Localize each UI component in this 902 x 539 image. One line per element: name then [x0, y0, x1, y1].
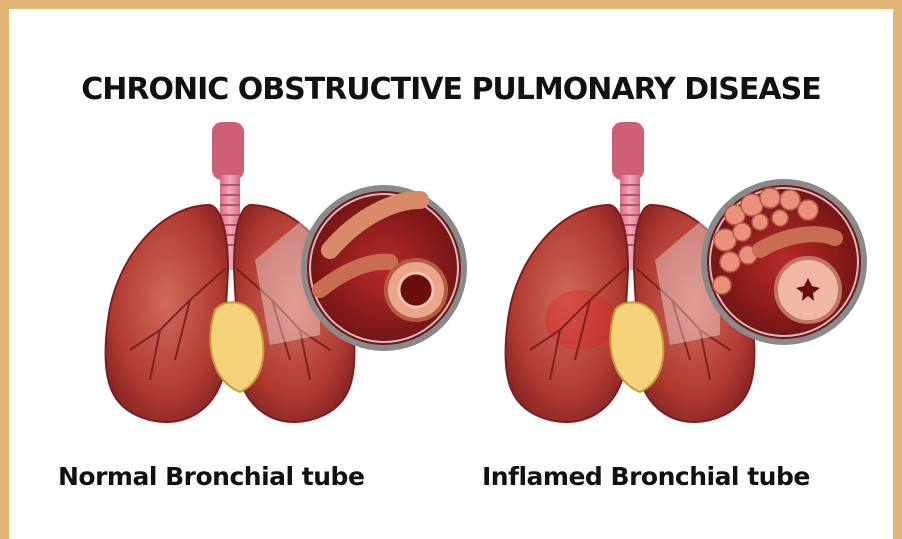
inflamed-lungs-figure: [505, 122, 864, 422]
larynx: [612, 122, 644, 180]
larynx: [212, 122, 244, 180]
normal-lungs-figure: [105, 122, 464, 422]
normal-tube-lumen: [399, 273, 433, 307]
poster-title: CHRONIC OBSTRUCTIVE PULMONARY DISEASE: [0, 72, 902, 107]
normal-caption: Normal Bronchial tube: [58, 462, 364, 491]
inflamed-caption: Inflamed Bronchial tube: [482, 462, 810, 491]
left-lung: [105, 205, 228, 422]
